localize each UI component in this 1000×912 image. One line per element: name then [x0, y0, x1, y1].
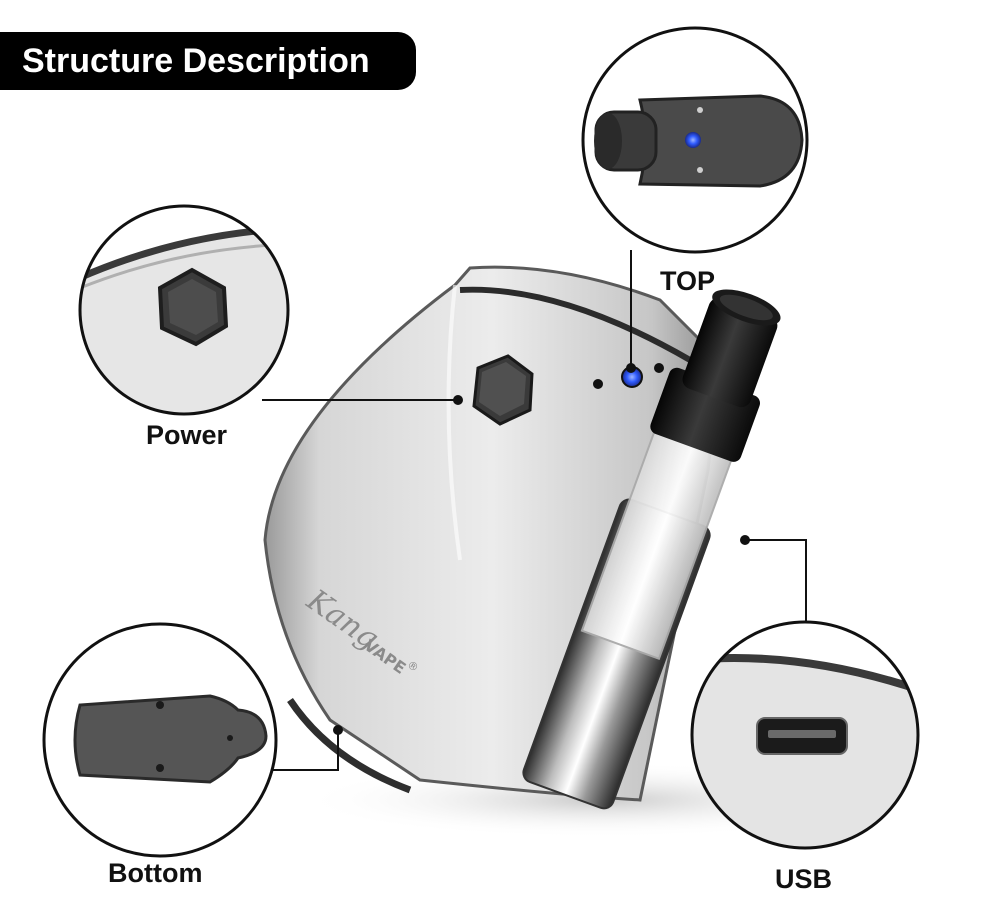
page-title: Structure Description — [22, 42, 370, 80]
top-plate — [638, 94, 804, 188]
bottom-plate — [73, 694, 268, 784]
bottom-label: Bottom — [108, 858, 203, 888]
cartridge — [522, 289, 781, 810]
top-callout — [581, 26, 809, 254]
power-callout — [78, 204, 290, 416]
bottom-callout — [42, 622, 278, 858]
usb-callout — [690, 620, 920, 850]
power-label: Power — [146, 420, 228, 450]
usb-label: USB — [775, 864, 833, 894]
air-hole-right — [654, 363, 664, 373]
header-badge — [0, 32, 416, 90]
top-label: TOP — [660, 266, 716, 296]
leader-lines — [262, 250, 807, 771]
air-hole-left — [593, 379, 603, 389]
led-indicator-zoom — [685, 132, 701, 148]
